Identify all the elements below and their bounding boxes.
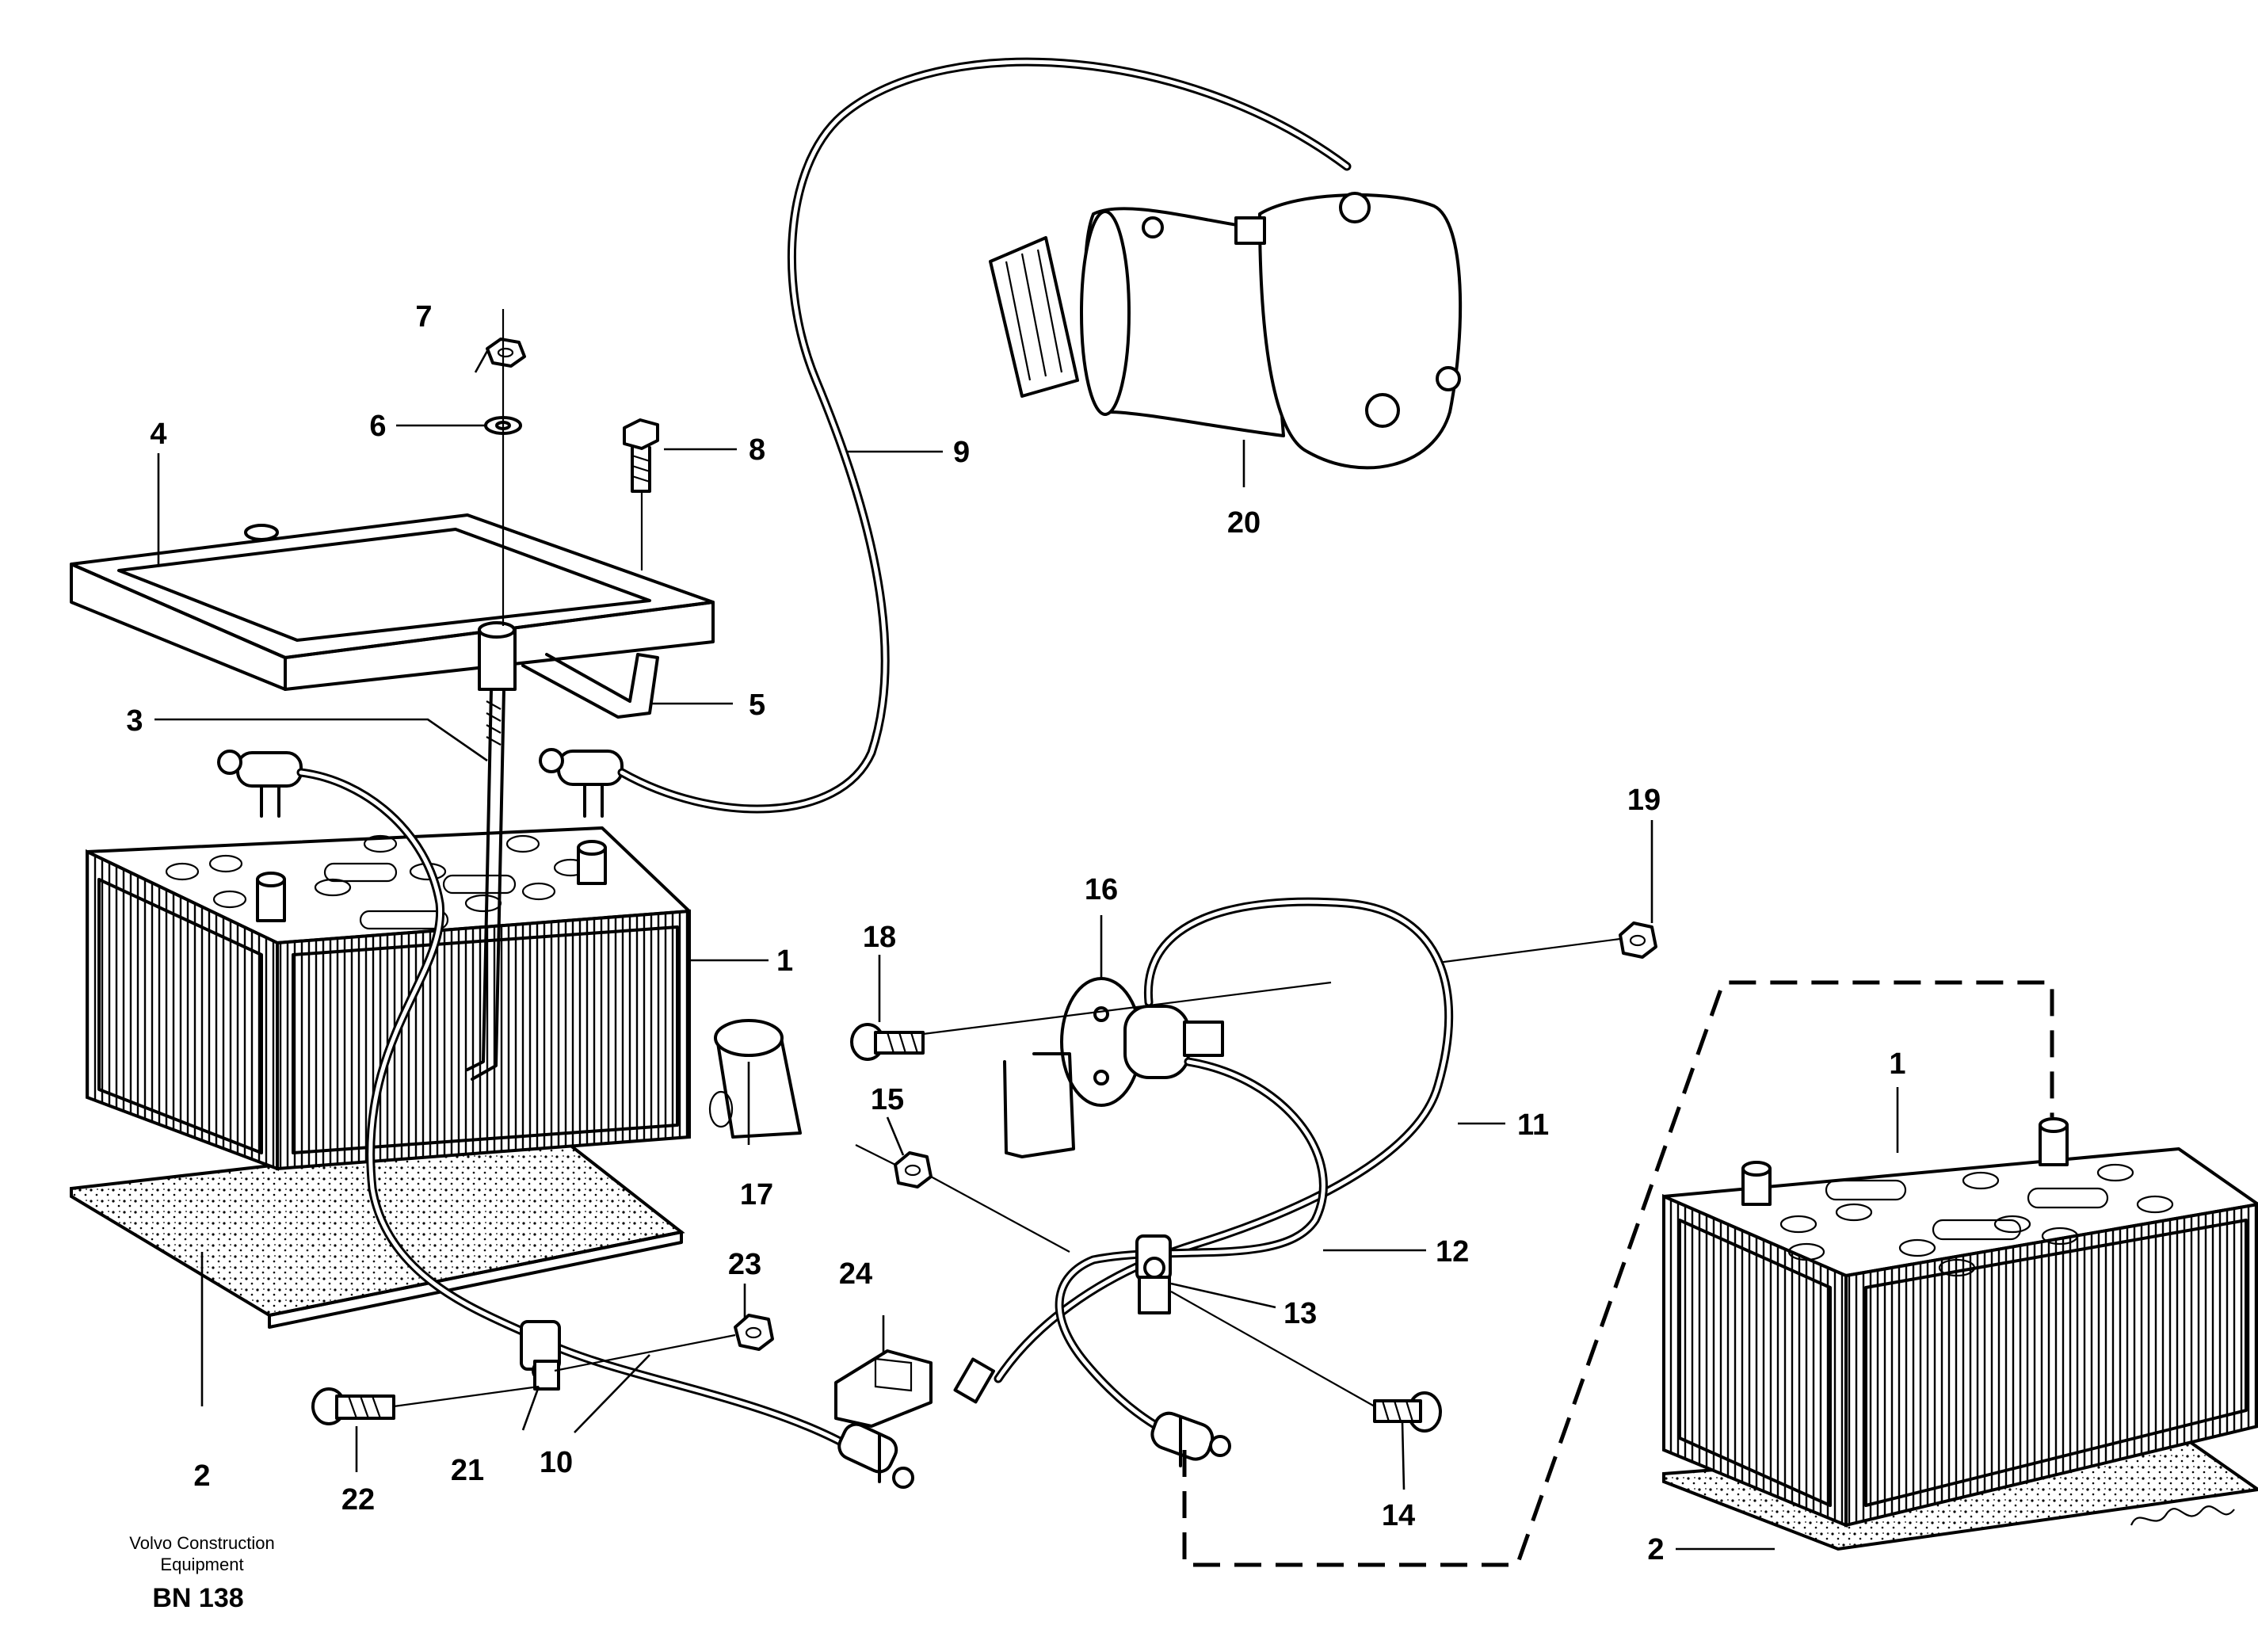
callout-17: 17	[740, 1178, 773, 1211]
nut-upper	[486, 338, 526, 368]
callout-18: 18	[863, 921, 896, 954]
switch-cable-clip	[1135, 1234, 1172, 1314]
switch-nut	[855, 1144, 1070, 1253]
alternative-connection-line	[1182, 980, 2054, 1567]
starter-cable	[617, 57, 1352, 814]
callout-7: 7	[415, 300, 432, 334]
callout-1-right: 1	[1889, 1047, 1905, 1081]
callout-21: 21	[451, 1454, 484, 1487]
callout-22: 22	[341, 1483, 375, 1517]
switch-cover	[708, 1019, 802, 1139]
callout-14: 14	[1382, 1499, 1415, 1532]
callout-15: 15	[871, 1083, 904, 1116]
terminal-clamp-left-1	[217, 750, 303, 818]
bolt-clip	[311, 1385, 540, 1425]
callout-labels: 4 7 6 8 9 3 5 1 2 20 16 18 19 15 17 11 1…	[126, 300, 1905, 1566]
callout-3: 3	[126, 704, 143, 738]
footer-company-line1: Volvo Construction	[129, 1533, 274, 1553]
footer-company-line2: Equipment	[160, 1555, 243, 1574]
callout-24: 24	[839, 1257, 872, 1291]
draftsman-signature	[2130, 1505, 2235, 1526]
battery-right	[1662, 1117, 2258, 1528]
tie-rod	[466, 621, 517, 1081]
callout-10: 10	[540, 1446, 573, 1479]
callout-2-left: 2	[193, 1459, 210, 1493]
terminal-clamp-switch	[1150, 1411, 1231, 1467]
leader-lines	[154, 350, 1899, 1551]
callout-11: 11	[1517, 1108, 1549, 1142]
callout-2-right: 2	[1647, 1533, 1664, 1566]
nut-right	[1437, 921, 1657, 964]
nut-clip	[554, 1314, 774, 1372]
battery-left	[86, 826, 691, 1171]
callout-23: 23	[728, 1248, 761, 1281]
callout-12: 12	[1436, 1235, 1469, 1269]
callout-13: 13	[1283, 1297, 1317, 1330]
connector-block	[834, 1349, 933, 1428]
battery-hook	[521, 653, 659, 719]
switch-cable-11	[953, 897, 1454, 1404]
main-switch	[1003, 977, 1224, 1158]
cable-clip	[520, 1320, 561, 1391]
battery-frame	[70, 513, 715, 691]
callout-19: 19	[1627, 784, 1661, 817]
terminal-clamp-left-2	[539, 748, 624, 818]
callout-4: 4	[150, 418, 166, 451]
callout-8: 8	[749, 433, 765, 467]
switch-cable-12	[1055, 1057, 1328, 1447]
callout-1-left: 1	[776, 944, 793, 978]
callout-20: 20	[1227, 506, 1261, 540]
footer-code: BN 138	[152, 1583, 243, 1613]
frame-bolt	[623, 418, 659, 570]
footer: Volvo Construction Equipment BN 138	[129, 1533, 274, 1613]
callout-5: 5	[749, 689, 765, 722]
clip-screw	[1170, 1291, 1442, 1433]
callout-6: 6	[369, 410, 386, 443]
starter-motor	[989, 192, 1463, 470]
callout-9: 9	[953, 436, 970, 469]
callout-16: 16	[1085, 873, 1118, 906]
switch-screw	[850, 981, 1332, 1061]
earth-cable	[296, 768, 914, 1489]
